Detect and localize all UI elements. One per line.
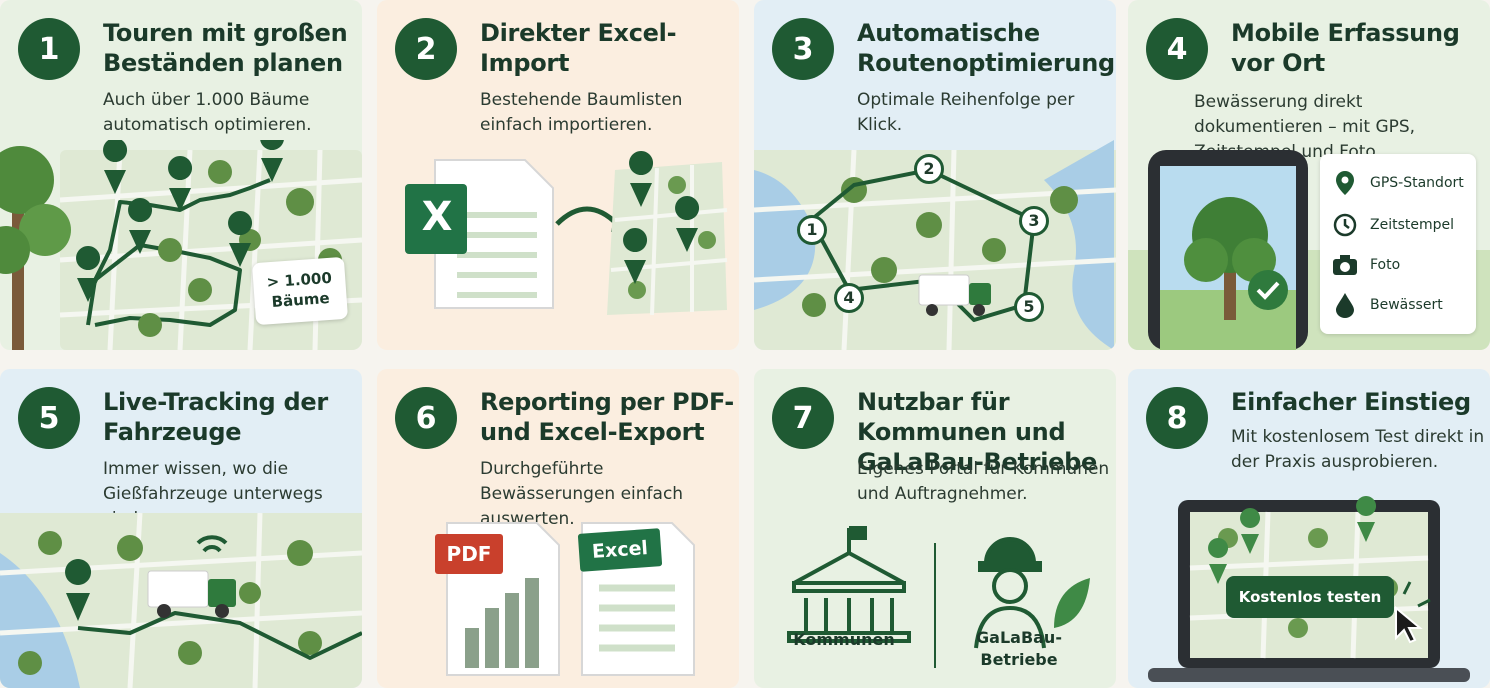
location-pin-icon (76, 140, 284, 302)
capture-info-panel: GPS-Standort Zeitstempel Foto Bewässert (1320, 154, 1476, 334)
step-number: 4 (1146, 18, 1208, 80)
checkmark-icon (1248, 270, 1288, 310)
excel-letter: X (421, 194, 453, 240)
card-title: Touren mit großen Beständen planen (103, 19, 348, 77)
card-easy-start: 8 Einfacher Einstieg Mit kostenlosem Tes… (1128, 369, 1490, 688)
card-audiences: 7 Nutzbar für Kommunen und GaLaBau-Betri… (754, 369, 1116, 688)
town-hall-icon (787, 526, 911, 643)
audience-icons (787, 526, 1090, 668)
step-number: 1 (18, 18, 80, 80)
location-pin-icon (623, 151, 700, 284)
bar-chart-icon (465, 578, 539, 668)
card-mobile-capture: 4 Mobile Erfassung vor Ort Bewässerung d… (1128, 0, 1490, 350)
card-title: Reporting per PDF- und Excel-Export (480, 388, 734, 446)
card-excel-import: 2 Direkter Excel-Import Bestehende Bauml… (377, 0, 739, 350)
stop-marker-1: 1 (797, 215, 827, 245)
step-number: 8 (1146, 387, 1208, 449)
excel-icon (405, 184, 467, 254)
wifi-signal-icon (196, 535, 228, 553)
excel-label: Excel (577, 528, 663, 572)
tracking-map-illustration (0, 513, 362, 688)
location-pin-icon (1332, 170, 1358, 196)
step-number: 3 (772, 18, 834, 80)
step-number: 7 (772, 387, 834, 449)
stop-marker-4: 4 (834, 283, 864, 313)
card-title: Mobile Erfassung vor Ort (1231, 19, 1460, 77)
worker-helmet-icon (974, 537, 1046, 649)
card-live-tracking: 5 Live-Tracking der Fahrzeuge Immer wiss… (0, 369, 362, 688)
card-subtitle: Mit kostenlosem Test direkt in der Praxi… (1231, 427, 1485, 472)
step-number: 5 (18, 387, 80, 449)
step-number: 6 (395, 387, 457, 449)
truck-icon (147, 570, 236, 618)
location-pin-icon (65, 559, 92, 621)
tree-count-badge: > 1.000 Bäume (251, 256, 349, 326)
excel-import-illustration (405, 151, 728, 316)
water-drop-icon (1332, 292, 1358, 318)
location-pin-icon (1208, 496, 1377, 584)
card-subtitle: Auch über 1.000 Bäume automatisch optimi… (103, 90, 312, 135)
clock-icon (1332, 212, 1358, 238)
card-subtitle: Bestehende Baumlisten einfach importiere… (480, 90, 683, 135)
truck-icon (918, 274, 991, 316)
card-title: Live-Tracking der Fahrzeuge (103, 388, 328, 446)
card-title: Nutzbar für Kommunen und GaLaBau-Betrieb… (857, 388, 1097, 476)
stop-marker-5: 5 (1014, 292, 1044, 322)
card-title: Automatische Routenoptimierung (857, 19, 1115, 77)
stop-marker-3: 3 (1019, 206, 1049, 236)
cursor-icon (1395, 605, 1423, 644)
info-photo: Foto (1332, 252, 1400, 278)
info-watered: Bewässert (1332, 292, 1443, 318)
map-illustration (0, 140, 362, 350)
card-title: Direkter Excel-Import (480, 19, 677, 77)
card-large-tours: 1 Touren mit großen Beständen planen Auc… (0, 0, 362, 350)
free-trial-button[interactable]: Kostenlos testen (1226, 576, 1394, 618)
card-title: Einfacher Einstieg (1231, 388, 1471, 416)
info-gps: GPS-Standort (1332, 170, 1464, 196)
tree-illustration (0, 146, 71, 350)
leaf-icon (1054, 578, 1090, 628)
landscaping-label: GaLaBau-Betriebe (976, 628, 1062, 669)
camera-icon (1332, 252, 1358, 278)
stop-marker-2: 2 (914, 154, 944, 184)
card-subtitle: Eigenes Portal für Kommunen und Auftragn… (857, 459, 1110, 504)
info-timestamp: Zeitstempel (1332, 212, 1454, 238)
pdf-label: PDF (435, 534, 503, 574)
card-reporting: 6 Reporting per PDF- und Excel-Export Du… (377, 369, 739, 688)
report-documents-illustration (446, 522, 695, 676)
card-route-optimization: 3 Automatische Routenoptimierung Optimal… (754, 0, 1116, 350)
step-number: 2 (395, 18, 457, 80)
municipalities-label: Kommunen (793, 630, 895, 649)
card-subtitle: Optimale Reihenfolge per Klick. (857, 90, 1075, 135)
phone-illustration (1128, 150, 1490, 350)
